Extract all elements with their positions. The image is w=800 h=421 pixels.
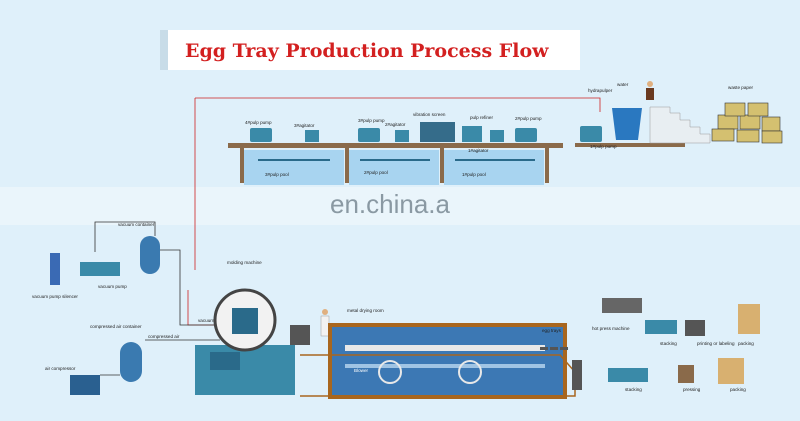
silencer-icon	[50, 253, 60, 285]
hot-press-icon	[602, 298, 642, 313]
label-molding-machine: molding machine	[227, 260, 262, 265]
pump-4-icon	[250, 128, 272, 142]
label-pressing: pressing	[683, 387, 701, 392]
pulp-pool-2	[349, 150, 439, 185]
pulp-pool-1	[444, 150, 544, 185]
packing-bottom-icon	[718, 358, 744, 384]
label-pulp-pump-1: 1#pulp pump	[590, 144, 617, 149]
label-pulp-pool-1: 1#pulp pool	[462, 172, 486, 177]
label-hot-press-machine: hot press machine	[592, 326, 630, 331]
return-pipe	[194, 97, 601, 270]
watermark: en.china.a	[330, 189, 451, 219]
label-agitator-2: 2#agitator	[385, 122, 406, 127]
worker-icon	[647, 81, 653, 87]
pulp-refiner-icon	[462, 126, 482, 142]
label-air-compressor: air compressor	[45, 366, 76, 371]
label-hydrapulper: hydrapulper	[588, 88, 613, 93]
agitator-1-icon	[490, 130, 504, 142]
label-vacuum-container: vacuum container	[118, 222, 155, 227]
label-vacuum-pump: vacuum pump	[98, 284, 127, 289]
label-stacking-top: stacking	[660, 341, 677, 346]
pulp-pool-3	[244, 150, 344, 185]
label-vacuum: vacuum	[198, 318, 214, 323]
label-waste-paper: waste paper	[728, 85, 753, 90]
watermark-band	[0, 187, 800, 225]
agitator-2-icon	[395, 130, 409, 142]
label-pulp-pool-3: 3#pulp pool	[265, 172, 289, 177]
label-compressed-air: compressed air	[148, 334, 180, 339]
diagram-title: Egg Tray Production Process Flow	[185, 40, 549, 62]
label-printing-labeling: printing or labeling	[697, 341, 735, 346]
label-blower: Blower	[354, 368, 369, 373]
label-agitator-1: 1#agitator	[468, 148, 489, 153]
pump-3-icon	[358, 128, 380, 142]
agitator-3-icon	[305, 130, 319, 142]
label-water: water	[617, 82, 629, 87]
vacuum-container-icon	[140, 236, 160, 274]
label-pulp-refiner: pulp refiner	[470, 115, 493, 120]
label-pulp-pool-2: 2#pulp pool	[364, 170, 388, 175]
label-compressed-air-container: compressed air container	[90, 324, 142, 329]
vacuum-pump-icon	[80, 262, 120, 276]
stairs	[649, 106, 711, 144]
platform	[228, 143, 563, 148]
vibration-screen-icon	[420, 122, 455, 142]
air-compressor-icon	[70, 375, 100, 395]
title-banner	[160, 30, 580, 70]
label-egg-trays: egg trays	[542, 328, 562, 333]
drying-room	[328, 323, 567, 399]
waste-paper-icon	[711, 102, 783, 144]
label-pulp-pump-4: 4#pulp pump	[245, 120, 272, 125]
pump-2-icon	[515, 128, 537, 142]
stacking-top-icon	[645, 320, 677, 334]
label-metal-drying-room: metal drying room	[347, 308, 384, 313]
stacking-bottom-icon	[608, 368, 648, 382]
label-packing-bottom: packing	[730, 387, 746, 392]
label-agitator-3: 3#agitator	[294, 123, 315, 128]
label-vibration-screen: vibration screen	[413, 112, 446, 117]
blower-fan-icon	[378, 360, 402, 384]
pressing-icon	[678, 365, 694, 383]
label-pulp-pump-2: 2#pulp pump	[515, 116, 542, 121]
air-container-icon	[120, 342, 142, 382]
pump-1-icon	[580, 126, 602, 142]
label-vacuum-pump-silencer: vacuum pump silencer	[32, 294, 78, 299]
label-packing-top: packing	[738, 341, 754, 346]
hydrapulper-icon	[612, 108, 642, 140]
blower-fan-icon	[458, 360, 482, 384]
label-stacking-bottom: stacking	[625, 387, 642, 392]
label-pulp-pump-3: 3#pulp pump	[358, 118, 385, 123]
packing-top-icon	[738, 304, 760, 334]
printing-icon	[685, 320, 705, 336]
